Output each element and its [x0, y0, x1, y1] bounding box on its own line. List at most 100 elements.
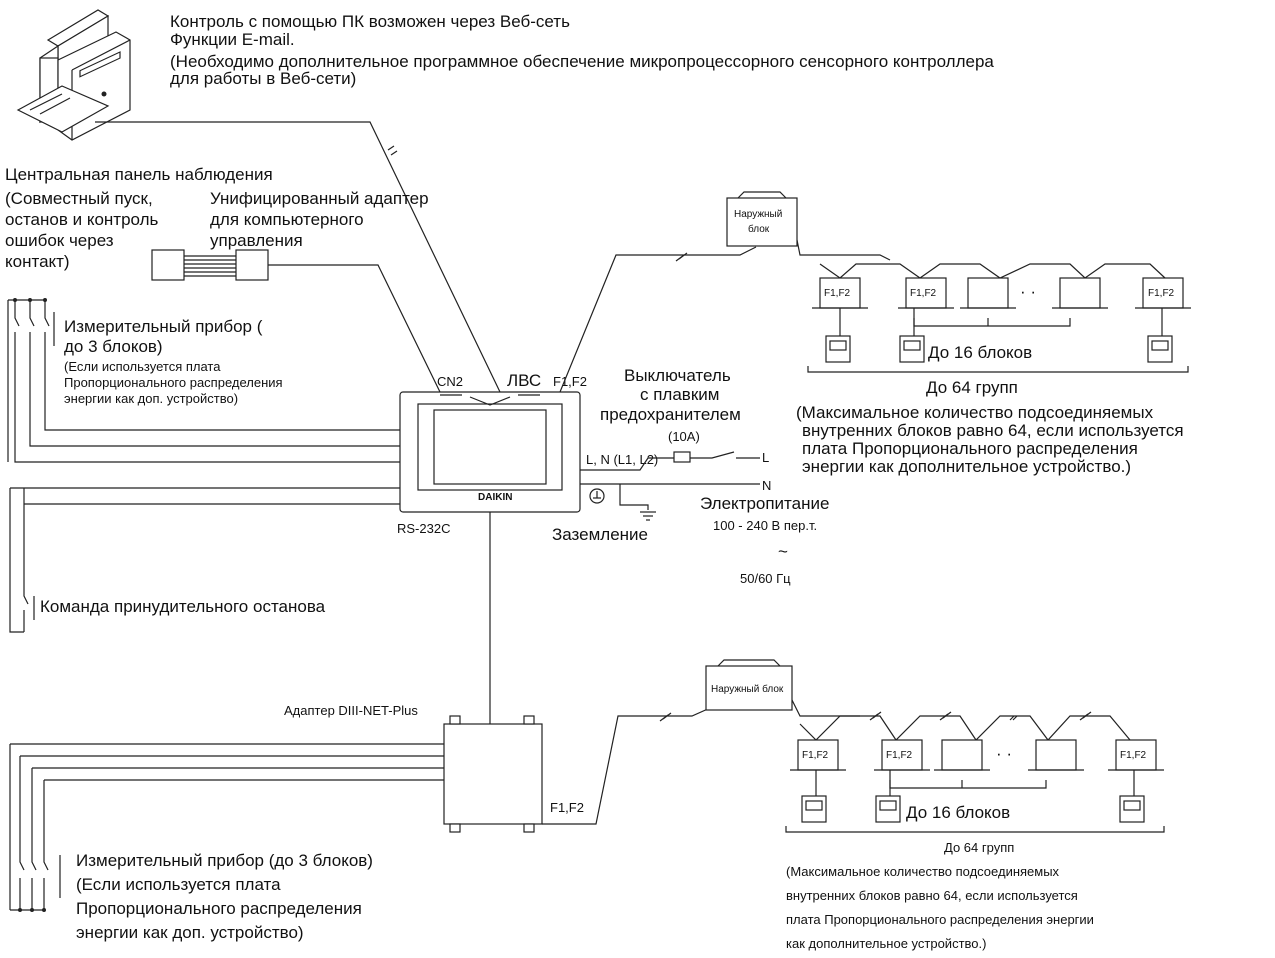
system1-note-2: внутренних блоков равно 64, если использ… — [802, 421, 1184, 440]
system1-up-to-16: До 16 блоков — [928, 343, 1032, 362]
indoor-unit — [1059, 277, 1101, 309]
pc-text-1: Контроль с помощью ПК возможен через Веб… — [170, 12, 570, 31]
pc-text-2: Функции E-mail. — [170, 30, 295, 49]
system1-dots: · · — [1020, 282, 1036, 301]
forced-stop-label: Команда принудительного останова — [40, 597, 326, 616]
system2-indoor-units — [790, 739, 1164, 771]
system1-up-to-64: До 64 групп — [926, 378, 1018, 397]
system1-indoor-units — [812, 277, 1191, 309]
central-panel-desc-4: контакт) — [5, 252, 70, 271]
breaker-text-2: с плавким — [640, 385, 719, 404]
meter-top-line1: Измерительный прибор ( — [64, 317, 263, 336]
system2-break-mark — [659, 712, 672, 722]
rs232c-label: RS-232C — [397, 521, 450, 536]
meter-bottom-note-2: Пропорционального распределения — [76, 899, 362, 918]
meter-top-note-1: (Если используется плата — [64, 359, 221, 374]
breaker-text-3: предохранителем — [600, 405, 741, 424]
system1-indoor-label-2: F1,F2 — [910, 288, 937, 299]
system2-indoor-chain — [799, 715, 1131, 741]
system1-indoor-label-1: F1,F2 — [824, 288, 851, 299]
system2-up-to-64: До 64 групп — [944, 840, 1014, 855]
central-panel-desc-3: ошибок через — [5, 231, 114, 250]
fuse-icon — [673, 451, 691, 463]
meter-contacts-top — [7, 298, 400, 463]
system2-outdoor-to-indoor — [791, 699, 860, 717]
central-panel-desc-2: останов и контроль — [5, 210, 159, 229]
meter-bottom-note-1: (Если используется плата — [76, 875, 281, 894]
indoor-unit — [1115, 739, 1157, 771]
ground-label: Заземление — [552, 525, 648, 544]
indoor-unit — [905, 277, 947, 309]
lan-label: ЛВС — [507, 371, 541, 390]
breaker-rating: (10А) — [668, 429, 700, 444]
system1-outdoor-to-indoor — [796, 239, 891, 261]
system2-indoor-label-1: F1,F2 — [802, 750, 829, 761]
meter-contacts-bottom — [9, 743, 444, 912]
system2-bus — [542, 707, 711, 825]
diii-adapter-label: Адаптер DIII-NET-Plus — [284, 703, 418, 718]
line-n-label: N — [762, 478, 771, 493]
system1-outdoor-label-1: Наружный — [734, 209, 782, 220]
power-line-l — [580, 451, 760, 471]
adapter-text-3: управления — [210, 231, 303, 250]
indoor-unit — [967, 277, 1009, 309]
system2-note-1: (Максимальное количество подсоединяемых — [786, 864, 1060, 879]
central-panel-title: Центральная панель наблюдения — [5, 165, 273, 184]
system2-break-marks — [869, 711, 1092, 721]
system1-bracket — [807, 366, 1189, 373]
meter-bottom-note-3: энергии как доп. устройство) — [76, 923, 304, 942]
adapter-text-1: Унифицированный адаптер — [210, 189, 429, 208]
line-l-label: L — [762, 450, 769, 465]
system1-outdoor-unit — [726, 191, 798, 247]
system2-outdoor-unit — [705, 659, 793, 711]
system2-bracket — [785, 826, 1165, 833]
meter-top-line2: до 3 блоков) — [64, 337, 163, 356]
system2-dots: · · — [996, 744, 1012, 763]
indoor-unit — [797, 739, 839, 771]
system2-note-2: внутренних блоков равно 64, если использ… — [786, 888, 1078, 903]
central-panel-desc-1: (Совместный пуск, — [5, 189, 153, 208]
system1-note-4: энергии как дополнительное устройство.) — [802, 457, 1131, 476]
system1-outdoor-label-2: блок — [748, 223, 770, 235]
f1f2-controller-label: F1,F2 — [553, 374, 587, 389]
system2-up-to-16: До 16 блоков — [906, 803, 1010, 822]
indoor-unit — [1035, 739, 1077, 771]
system1-break-mark — [675, 252, 688, 262]
adapter-cable — [268, 264, 441, 393]
system2-indoor-label-2: F1,F2 — [886, 750, 913, 761]
diii-f1f2-label: F1,F2 — [550, 800, 584, 815]
power-title: Электропитание — [700, 494, 829, 513]
meter-top-note-2: Пропорционального распределения — [64, 375, 283, 390]
ground-wire — [619, 484, 649, 510]
unified-adapter-connector — [151, 249, 269, 281]
ac-symbol: ~ — [778, 542, 788, 561]
forced-stop-wiring — [9, 487, 400, 633]
touch-controller — [399, 391, 581, 513]
cn2-label: CN2 — [437, 374, 463, 389]
system2-note-4: как дополнительное устройство.) — [786, 936, 986, 951]
lnl-label: L, N (L1, L2) — [586, 452, 658, 467]
indoor-unit — [819, 277, 861, 309]
pc-text-4: для работы в Веб-сети) — [170, 69, 356, 88]
system1-bus — [559, 246, 757, 393]
system1-note-1: (Максимальное количество подсоединяемых — [796, 403, 1154, 422]
system1-indoor-label-5: F1,F2 — [1148, 288, 1175, 299]
adapter-text-2: для компьютерного — [210, 210, 364, 229]
system2-note-3: плата Пропорционального распределения эн… — [786, 912, 1094, 927]
system2-outdoor-label: Наружный блок — [711, 683, 784, 695]
indoor-unit — [941, 739, 983, 771]
system1-note-3: плата Пропорционального распределения — [802, 439, 1138, 458]
system1-remote-controllers — [825, 308, 1173, 363]
meter-bottom-line1: Измерительный прибор (до 3 блоков) — [76, 851, 373, 870]
meter-top-note-3: энергии как доп. устройство) — [64, 391, 238, 406]
computer-icon — [16, 9, 131, 141]
pc-text-3: (Необходимо дополнительное программное о… — [170, 52, 994, 71]
system2-remote-controllers — [801, 770, 1145, 823]
system1-indoor-chain — [819, 263, 1166, 279]
breaker-text-1: Выключатель — [624, 366, 731, 385]
power-voltage: 100 - 240 В пер.т. — [713, 518, 817, 533]
diii-net-plus-adapter — [443, 715, 543, 833]
system2-indoor-label-5: F1,F2 — [1120, 750, 1147, 761]
cable-break-mark — [387, 145, 398, 156]
lan-cable — [95, 121, 501, 393]
